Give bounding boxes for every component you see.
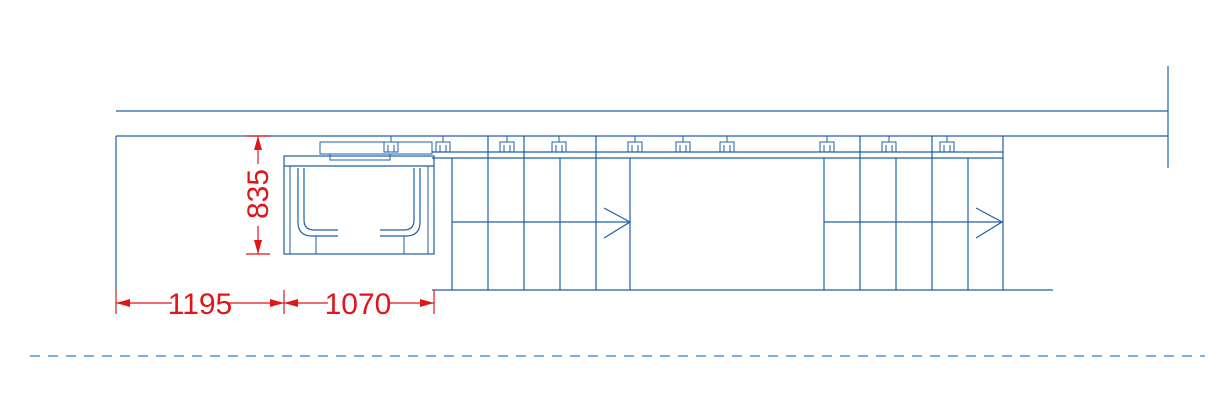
- dimension-label-1195: 1195: [168, 288, 233, 321]
- trolley-hangers: [383, 136, 955, 153]
- flow-arrow-left: [603, 207, 632, 239]
- dimension-vertical: 835: [242, 135, 275, 255]
- dimension-label-1070: 1070: [325, 288, 392, 321]
- carriage-rail: [432, 151, 1003, 159]
- top-beam: [116, 66, 1169, 168]
- dimension-horizontal: 1195 1070: [115, 288, 435, 321]
- rack-bays: [432, 136, 1053, 291]
- carrier-unit: [283, 141, 435, 255]
- dimension-label-835: 835: [242, 169, 275, 219]
- flow-arrow-right: [975, 207, 1004, 239]
